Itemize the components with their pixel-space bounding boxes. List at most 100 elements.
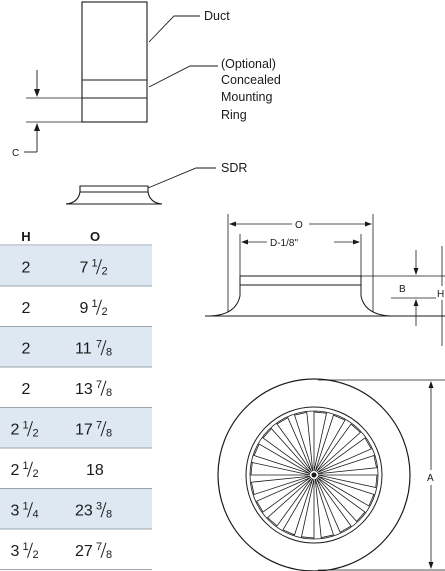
blade bbox=[315, 478, 352, 533]
o-cell-denominator: 2 bbox=[102, 265, 108, 277]
hub bbox=[311, 472, 317, 478]
b-dim-label: B bbox=[399, 284, 406, 295]
o-cell-numerator: 1 bbox=[92, 298, 98, 310]
h-cell-denominator: 4 bbox=[33, 508, 39, 520]
blade bbox=[316, 423, 362, 473]
blade bbox=[317, 437, 372, 474]
o-cell-whole: 18 bbox=[86, 462, 104, 479]
b-arrow-bottom bbox=[413, 299, 419, 306]
blade bbox=[300, 478, 315, 539]
h-cell-numerator: 1 bbox=[23, 419, 29, 431]
h-label-bg bbox=[436, 286, 445, 300]
o-cell-fraction-slash bbox=[96, 259, 102, 275]
mounting-label: Mounting bbox=[221, 90, 272, 104]
blade bbox=[317, 475, 375, 507]
blade bbox=[317, 474, 378, 489]
o-cell-denominator: 8 bbox=[106, 346, 112, 358]
o-cell-denominator: 8 bbox=[106, 387, 112, 399]
o-cell-whole: 11 bbox=[75, 340, 92, 357]
row-shade bbox=[0, 246, 152, 286]
d-dim-label: D-1/8" bbox=[270, 238, 298, 249]
h-cell-denominator: 2 bbox=[33, 549, 39, 561]
o-cell-whole: 27 bbox=[75, 543, 93, 560]
c-arrowhead-upper bbox=[34, 89, 40, 97]
table-header-o: O bbox=[90, 229, 100, 244]
o-cell-whole: 7 bbox=[80, 259, 89, 276]
o-cell-numerator: 7 bbox=[96, 379, 102, 391]
sdr-label: SDR bbox=[221, 161, 247, 175]
plan-view bbox=[217, 378, 445, 571]
duct-side-view bbox=[24, 1, 218, 153]
o-cell-fraction-slash bbox=[100, 542, 107, 558]
o-cell-whole: 13 bbox=[75, 381, 93, 398]
o-cell-numerator: 7 bbox=[96, 419, 102, 431]
h-cell-whole: 2 bbox=[22, 381, 31, 398]
blade bbox=[282, 478, 314, 536]
concealed-label: Concealed bbox=[221, 73, 281, 87]
inner-ring bbox=[245, 406, 383, 544]
o-cell-whole: 17 bbox=[75, 421, 93, 438]
d-arrow-left bbox=[241, 239, 248, 245]
o-cell-whole: 9 bbox=[80, 300, 89, 317]
duct-leader bbox=[148, 15, 200, 43]
a-dim-label: A bbox=[427, 473, 434, 484]
o-arrow-right bbox=[365, 221, 372, 227]
blade bbox=[313, 411, 328, 472]
c-arrowhead-lower bbox=[34, 123, 40, 131]
h-cell-fraction-slash bbox=[27, 461, 33, 477]
radial-blades bbox=[250, 411, 378, 539]
blade-ring bbox=[249, 410, 379, 540]
ring-leader bbox=[148, 65, 218, 88]
h-cell-whole: 2 bbox=[22, 300, 31, 317]
o-cell-fraction-slash bbox=[100, 380, 107, 396]
o-cell-denominator: 2 bbox=[102, 306, 108, 318]
dimension-detail bbox=[205, 214, 445, 346]
o-cell-fraction-slash bbox=[100, 340, 107, 356]
outer-rim bbox=[217, 378, 411, 571]
sdr-outline bbox=[65, 185, 163, 205]
a-arrow-bottom bbox=[428, 562, 434, 569]
h-cell-fraction-slash bbox=[27, 542, 33, 558]
ring-label: Ring bbox=[221, 108, 247, 122]
o-cell-denominator: 8 bbox=[106, 508, 112, 520]
b-arrow-top bbox=[413, 268, 419, 275]
o-dim-label: O bbox=[295, 220, 303, 231]
blade bbox=[314, 414, 346, 472]
o-cell-numerator: 3 bbox=[96, 500, 102, 512]
duct-label: Duct bbox=[204, 9, 230, 23]
h-cell-whole: 3 bbox=[11, 502, 20, 519]
h-cell-whole: 2 bbox=[11, 421, 20, 438]
o-cell-fraction-slash bbox=[100, 502, 107, 518]
blade bbox=[250, 475, 311, 495]
h-cell-whole: 3 bbox=[11, 543, 20, 560]
blade bbox=[317, 455, 378, 475]
blade bbox=[316, 477, 366, 523]
o-cell-numerator: 1 bbox=[92, 257, 98, 269]
h-cell-whole: 2 bbox=[11, 462, 20, 479]
blade bbox=[314, 478, 334, 539]
row-shade bbox=[0, 408, 152, 448]
h-cell-fraction-slash bbox=[27, 502, 33, 518]
o-cell-numerator: 7 bbox=[96, 338, 102, 350]
row-shade bbox=[0, 327, 152, 367]
c-label: C bbox=[12, 148, 19, 159]
row-shade bbox=[0, 489, 152, 529]
table-header-h: H bbox=[21, 229, 30, 244]
o-cell-denominator: 8 bbox=[106, 549, 112, 561]
h-cell-numerator: 1 bbox=[23, 500, 29, 512]
optional-label: (Optional) bbox=[221, 57, 276, 71]
h-cell-denominator: 2 bbox=[33, 468, 39, 480]
blade bbox=[262, 427, 312, 473]
sdr-leader bbox=[147, 167, 216, 189]
a-arrow-top bbox=[428, 381, 434, 388]
